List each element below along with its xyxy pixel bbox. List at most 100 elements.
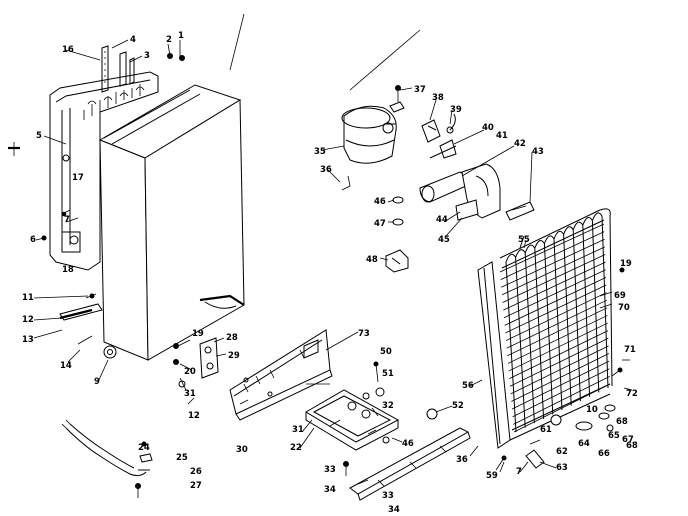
- callout-34b: 34: [388, 505, 400, 515]
- callout-25: 25: [176, 453, 188, 463]
- callout-19b: 19: [620, 259, 632, 269]
- coil-wire-fin: [512, 368, 610, 418]
- callout-39: 39: [450, 105, 462, 115]
- callout-36: 36: [320, 165, 332, 175]
- callout-31: 31: [184, 389, 196, 399]
- callout-72: 72: [626, 389, 638, 399]
- callout-13: 13: [22, 335, 34, 345]
- callout-59: 59: [486, 471, 498, 481]
- rear-bracket-panel: [49, 45, 159, 271]
- callout-65: 65: [608, 431, 620, 441]
- callout-42: 42: [514, 139, 526, 149]
- callout-4: 4: [130, 35, 136, 45]
- callout-66: 66: [598, 449, 610, 459]
- callout-16: 16: [62, 45, 74, 55]
- callout-71: 71: [624, 345, 636, 355]
- callout-leaders: [33, 39, 557, 473]
- callout-67: 67: [622, 435, 634, 445]
- cabinet-top-screws: [167, 40, 185, 61]
- coil-wire-fin: [503, 269, 606, 319]
- coil-tube-run: [524, 252, 535, 424]
- callout-24: 24: [138, 443, 150, 453]
- coil-wire-fin: [500, 231, 605, 280]
- callout-26: 26: [190, 467, 202, 477]
- callout-2: 2: [166, 35, 172, 45]
- callout-7b: 7: [516, 467, 522, 477]
- callout-61: 61: [540, 425, 552, 435]
- callout-68: 68: [616, 417, 628, 427]
- coil-wire-fin: [502, 254, 606, 303]
- coil-wire-fin: [511, 360, 610, 410]
- screw-set-24-27: [135, 441, 153, 498]
- callout-1: 1: [178, 31, 184, 41]
- coil-tube-run: [543, 243, 554, 415]
- callout-43: 43: [532, 147, 544, 157]
- coil-return-bend: [534, 240, 545, 249]
- callout-73: 73: [358, 329, 370, 339]
- coil-wire-fin: [510, 345, 609, 395]
- callout-18: 18: [62, 265, 74, 275]
- coil-return-bend: [582, 217, 593, 226]
- callout-50: 50: [380, 347, 392, 357]
- callout-51: 51: [382, 369, 394, 379]
- coil-tube-run: [515, 257, 526, 428]
- callout-69: 69: [614, 291, 626, 301]
- callout-3: 3: [144, 51, 150, 61]
- callout-9: 9: [94, 377, 100, 387]
- coil-return-bend: [563, 226, 574, 235]
- coil-return-bend: [543, 235, 555, 244]
- callout-55: 55: [518, 235, 530, 245]
- callout-52: 52: [452, 401, 464, 411]
- callout-38: 38: [432, 93, 444, 103]
- coil-wire-fin: [507, 307, 608, 357]
- coil-tube-run: [563, 234, 572, 406]
- coil-tube-run: [591, 220, 600, 393]
- coil-wire-fin: [499, 223, 605, 273]
- callout-17: 17: [72, 173, 84, 183]
- coil-tube-run: [572, 229, 581, 402]
- callout-37: 37: [414, 85, 426, 95]
- callout-6: 6: [30, 235, 36, 245]
- callout-48: 48: [366, 255, 378, 265]
- callout-5: 5: [36, 131, 42, 141]
- coil-tube-run: [601, 215, 609, 389]
- callout-27: 27: [190, 481, 202, 491]
- callout-33: 33: [324, 465, 336, 475]
- relay-overload: [421, 113, 457, 159]
- cross-rail: [343, 408, 471, 501]
- callout-46b: 46: [374, 197, 386, 207]
- coil-wire-fin: [511, 353, 610, 402]
- coil-tube-run: [553, 238, 563, 411]
- coil-wire-fin: [509, 330, 609, 380]
- coil-wire-fin: [513, 376, 610, 425]
- coil-wire-fin: [507, 315, 608, 364]
- compressor-mount-frame: [305, 389, 400, 451]
- callout-30: 30: [236, 445, 248, 455]
- callout-41: 41: [496, 131, 508, 141]
- callout-labels: 16 4 3 2 1 5 17 7 6 18 11 12 13 14 9 19 …: [22, 31, 638, 515]
- callout-46: 46: [402, 439, 414, 449]
- compressor: [341, 85, 405, 164]
- coil-return-bend: [515, 249, 526, 258]
- callout-19: 19: [192, 329, 204, 339]
- grommet-set-46-48: [341, 175, 409, 273]
- callout-29: 29: [228, 351, 240, 361]
- coil-return-bend: [505, 253, 517, 263]
- callout-22: 22: [290, 443, 302, 453]
- callout-31b: 31: [292, 425, 304, 435]
- coil-return-bend: [572, 221, 584, 230]
- callout-45: 45: [438, 235, 450, 245]
- callout-35: 35: [314, 147, 326, 157]
- callout-64: 64: [578, 439, 590, 449]
- base-plate: [229, 329, 333, 421]
- coil-return-bend: [524, 244, 536, 253]
- bolt-set-50-52: [362, 361, 385, 400]
- power-cord: [61, 419, 147, 477]
- callout-44: 44: [436, 215, 448, 225]
- callout-34: 34: [324, 485, 336, 495]
- cabinet-housing: [98, 84, 245, 361]
- coil-wire-fin: [501, 246, 606, 296]
- coil-tube-run: [505, 261, 517, 433]
- callout-70: 70: [618, 303, 630, 313]
- coil-wire-fin: [505, 292, 607, 341]
